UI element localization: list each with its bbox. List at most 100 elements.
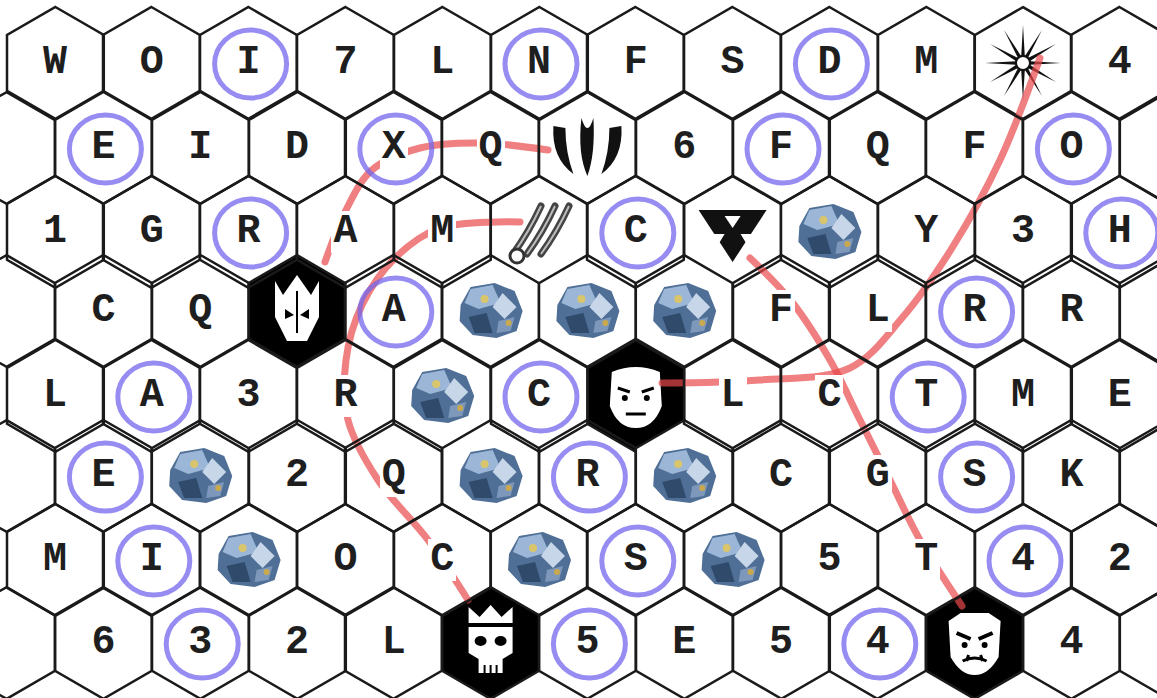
rock-icon <box>169 448 232 503</box>
hex-cell: G <box>103 176 200 288</box>
hex-cell: X <box>345 92 442 204</box>
hex-cell: 2 <box>249 587 346 698</box>
hex-cell: I <box>200 7 297 119</box>
cell-letter: Q <box>477 127 505 169</box>
hex-border <box>394 176 491 288</box>
cell-letter: 5 <box>767 622 795 664</box>
skull-king-icon <box>469 605 513 673</box>
cell-letter: K <box>1057 455 1085 497</box>
hex-cell: K <box>1023 420 1120 532</box>
circle-mark <box>215 199 287 267</box>
cell-letter: F <box>767 290 795 332</box>
cell-letter: L <box>41 375 69 417</box>
hex-border <box>200 340 297 452</box>
rock-icon <box>460 448 523 503</box>
hex-border <box>200 7 297 119</box>
hex-cell: 4 <box>975 504 1072 616</box>
hex-border <box>975 504 1072 616</box>
cell-letter: 2 <box>1106 539 1134 581</box>
hex-cell: Q <box>442 92 539 204</box>
hex-border <box>394 504 491 616</box>
hex-border <box>781 504 878 616</box>
hex-cell: C <box>781 340 878 452</box>
hex-border <box>249 420 346 532</box>
cell-letter: Q <box>864 127 892 169</box>
cell-letter: S <box>622 539 650 581</box>
hex-cell: 6 <box>55 587 152 698</box>
hex-border <box>684 340 781 452</box>
hex-border <box>587 176 684 288</box>
cell-letter: E <box>89 455 117 497</box>
hex-border <box>878 176 975 288</box>
cell-letter: C <box>815 375 843 417</box>
hex-cell: 3 <box>200 340 297 452</box>
hex-border <box>829 255 926 367</box>
hex-cell: Y <box>878 176 975 288</box>
triangle-icon <box>699 210 767 262</box>
hex-border <box>152 255 249 367</box>
hex-cell: L <box>7 340 104 452</box>
cell-letter: 2 <box>283 455 311 497</box>
hex-border <box>1071 504 1157 616</box>
hex-border <box>684 7 781 119</box>
hex-cell: R <box>926 255 1023 367</box>
rock-icon <box>653 448 716 503</box>
hex-border <box>297 504 394 616</box>
cell-letter: M <box>41 539 69 581</box>
hex-cell: F <box>733 92 830 204</box>
cell-letter: F <box>961 127 989 169</box>
rock-icon <box>508 532 571 587</box>
unit-hex <box>926 587 1023 698</box>
hex-border <box>926 92 1023 204</box>
hex-cell: C <box>587 176 684 288</box>
circle-mark <box>844 610 916 678</box>
hex-cell: 7 <box>297 7 394 119</box>
hex-cell: S <box>587 504 684 616</box>
cell-letter: S <box>961 455 989 497</box>
hex-cell: 6 <box>636 92 733 204</box>
hex-border <box>7 7 104 119</box>
claw-icon <box>510 206 569 263</box>
cell-letter: 4 <box>864 622 892 664</box>
hex-border <box>249 587 346 698</box>
circle-mark <box>892 363 964 431</box>
rock-icon <box>218 532 281 587</box>
hex-cell: F <box>926 92 1023 204</box>
hex-cell: 3 <box>975 176 1072 288</box>
hex-border <box>1071 176 1157 288</box>
cell-letter: T <box>912 539 940 581</box>
spiky-star-icon <box>985 25 1061 101</box>
hex-border <box>55 92 152 204</box>
hex-border <box>926 255 1023 367</box>
hex-cell: 4 <box>1023 587 1120 698</box>
cell-letter: N <box>525 42 553 84</box>
hex-cell: A <box>345 255 442 367</box>
circle-mark <box>215 30 287 98</box>
hex-border <box>152 92 249 204</box>
cell-letter: 4 <box>1009 539 1037 581</box>
hex-cell: 1 <box>7 176 104 288</box>
hex-border <box>491 7 588 119</box>
circle-mark <box>166 610 238 678</box>
cell-letter: Q <box>380 455 408 497</box>
hex-cell: 5 <box>733 587 830 698</box>
cell-letter: C <box>428 539 456 581</box>
circle-mark <box>118 527 190 595</box>
hex-border <box>200 176 297 288</box>
hex-cell: H <box>1071 176 1157 288</box>
hex-cell: 5 <box>539 587 636 698</box>
hex-cell: 2 <box>1071 504 1157 616</box>
cell-letter: D <box>815 42 843 84</box>
hex-cell: R <box>1023 255 1120 367</box>
hex-border <box>878 340 975 452</box>
cell-letter: R <box>1057 290 1085 332</box>
cell-letter: 3 <box>1009 211 1037 253</box>
hex-border <box>926 420 1023 532</box>
circle-mark <box>553 443 625 511</box>
hex-border <box>733 92 830 204</box>
orc-unit-icon <box>949 613 1001 675</box>
cell-letter: Y <box>912 211 940 253</box>
circle-mark <box>360 278 432 346</box>
hex-border <box>733 255 830 367</box>
hex-cell: L <box>345 587 442 698</box>
